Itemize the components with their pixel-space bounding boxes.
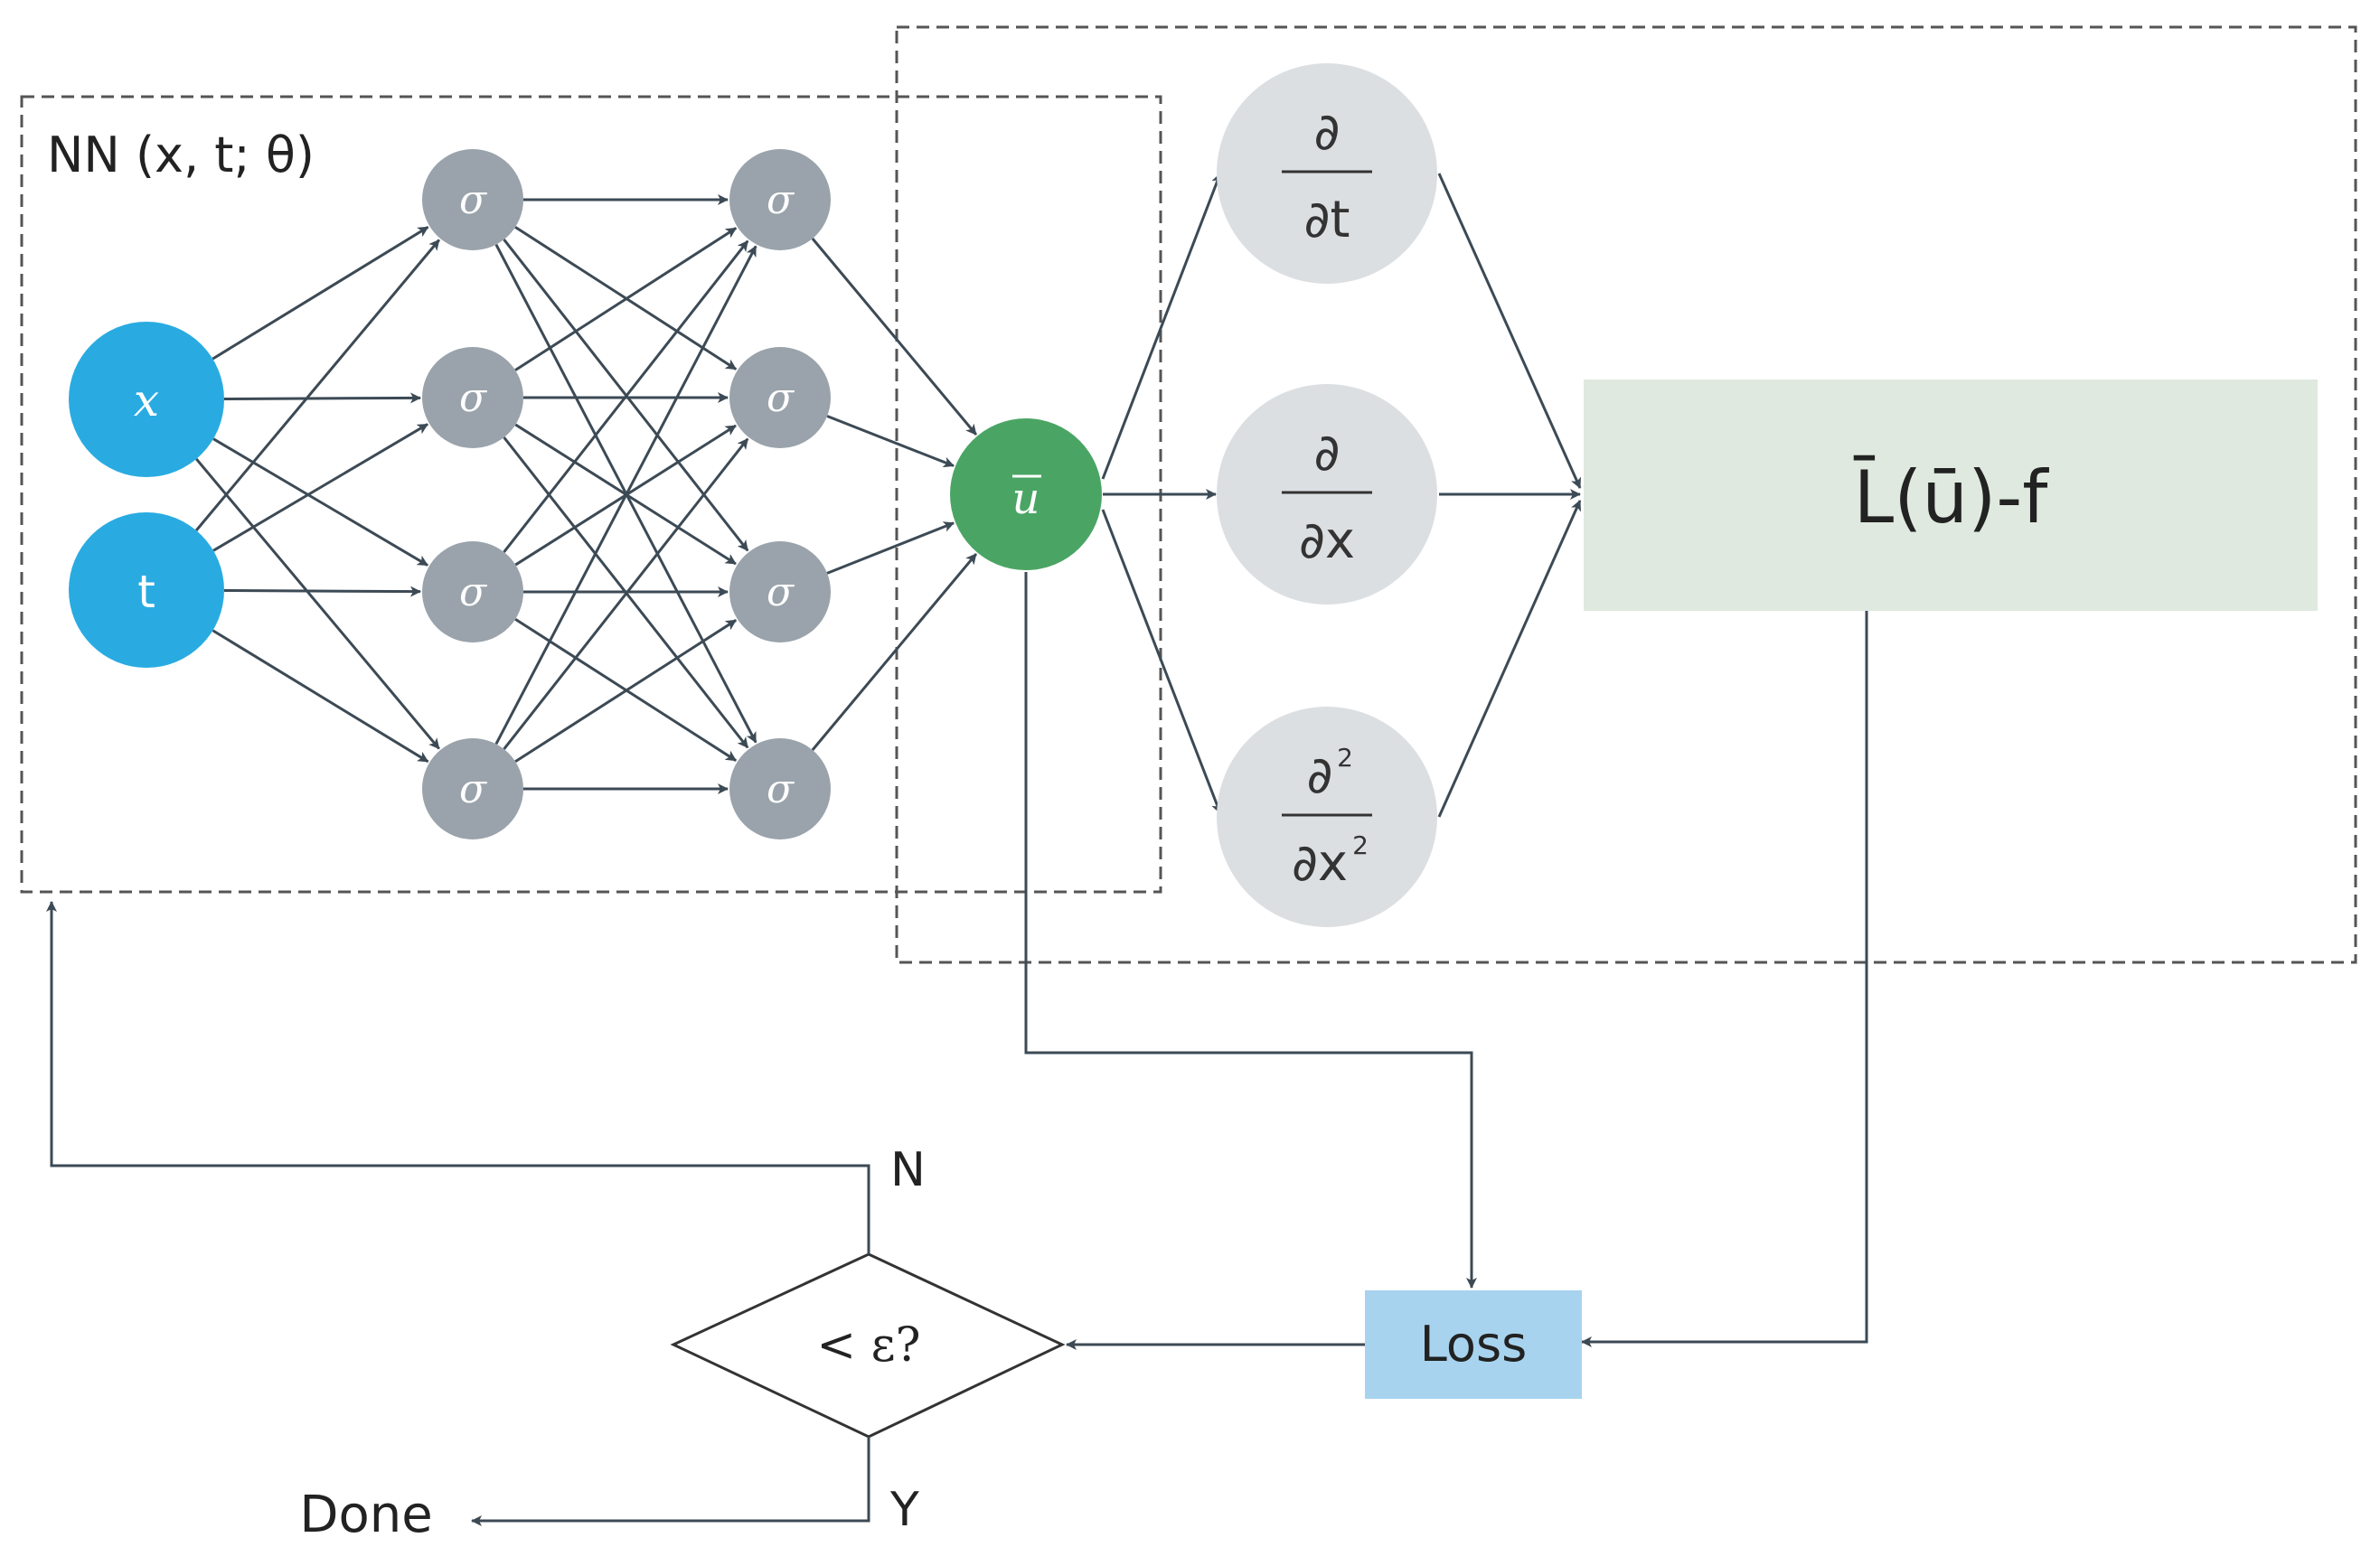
edge-yes-to-done [471,1437,870,1526]
derivative-node-dx: ∂ ∂x [1217,384,1437,605]
operator-label: L̄(ū)-f [1853,455,2049,539]
derivative-node-dt: ∂ ∂t [1217,63,1437,284]
hidden-neuron: σ [422,149,523,250]
network-edge [223,586,422,597]
network-edge [212,629,429,764]
svg-text:∂: ∂ [1314,424,1341,483]
network-edge [212,437,428,567]
hidden-neuron: σ [729,347,831,448]
network-edge [212,226,429,361]
loss-label: Loss [1420,1316,1527,1373]
branch-yes-label: Y [889,1483,919,1537]
svg-text:σ: σ [767,375,795,421]
svg-text:σ: σ [459,375,488,421]
nn-box-label: NN (x, t; θ) [47,127,315,183]
branch-no-label: N [890,1143,926,1197]
svg-text:2: 2 [1352,830,1369,860]
done-label: Done [299,1486,432,1544]
hidden-neuron: σ [729,738,831,839]
decision-label: < ε? [817,1318,921,1373]
svg-text:∂: ∂ [1307,746,1333,805]
svg-text:σ: σ [459,177,488,223]
network-edge [195,457,440,750]
network-edge [494,245,757,745]
output-node-u: u [950,418,1102,570]
network-edge [212,423,428,552]
svg-text:σ: σ [767,766,795,812]
hidden-neuron: σ [729,149,831,250]
edge-no-back-to-nn [46,901,870,1254]
svg-text:∂: ∂ [1314,103,1341,162]
input-label-t: t [137,566,155,618]
hidden-neuron: σ [422,541,523,642]
svg-text:∂x: ∂x [1299,511,1355,570]
hidden-layer-2: σ σ σ σ [729,149,831,839]
hidden-layer-1: σ σ σ σ [422,149,523,839]
edge-u-to-dt [1101,173,1222,480]
hidden-neuron: σ [422,347,523,448]
network-edge [811,553,978,751]
network-edge [194,239,440,531]
network-edge [811,238,978,436]
edge-dxx-to-operator [1437,500,1582,818]
edge-dt-to-operator [1437,173,1582,489]
svg-text:σ: σ [459,569,488,615]
edge-u-to-loss [1024,572,1477,1289]
edge-operator-to-loss [1581,611,1868,1347]
hidden-neuron: σ [729,541,831,642]
operator-box: L̄(ū)-f [1584,380,2318,611]
edge-u-to-dxx [1101,509,1222,814]
output-label: u [1012,473,1040,524]
network-edge [503,239,749,553]
network-edge [514,619,738,764]
svg-text:∂t: ∂t [1304,191,1350,249]
physics-dashed-box [895,25,2357,964]
hidden-neuron: σ [422,738,523,839]
network-edge [514,227,738,371]
input-label-x: x [134,374,159,427]
network-edge [826,521,955,575]
svg-text:σ: σ [767,177,795,223]
network-edge [503,437,749,750]
input-node-x: x [69,322,224,477]
svg-text:σ: σ [767,569,795,615]
network-edges [194,194,978,794]
svg-text:2: 2 [1337,743,1353,773]
input-node-t: t [69,512,224,668]
svg-text:σ: σ [459,766,488,812]
svg-text:∂x: ∂x [1292,834,1348,893]
loss-box: Loss [1365,1290,1582,1399]
decision-diamond: < ε? [670,1252,1066,1439]
network-edge [826,415,955,468]
derivative-node-dxx: ∂ 2 ∂x 2 [1217,707,1437,927]
